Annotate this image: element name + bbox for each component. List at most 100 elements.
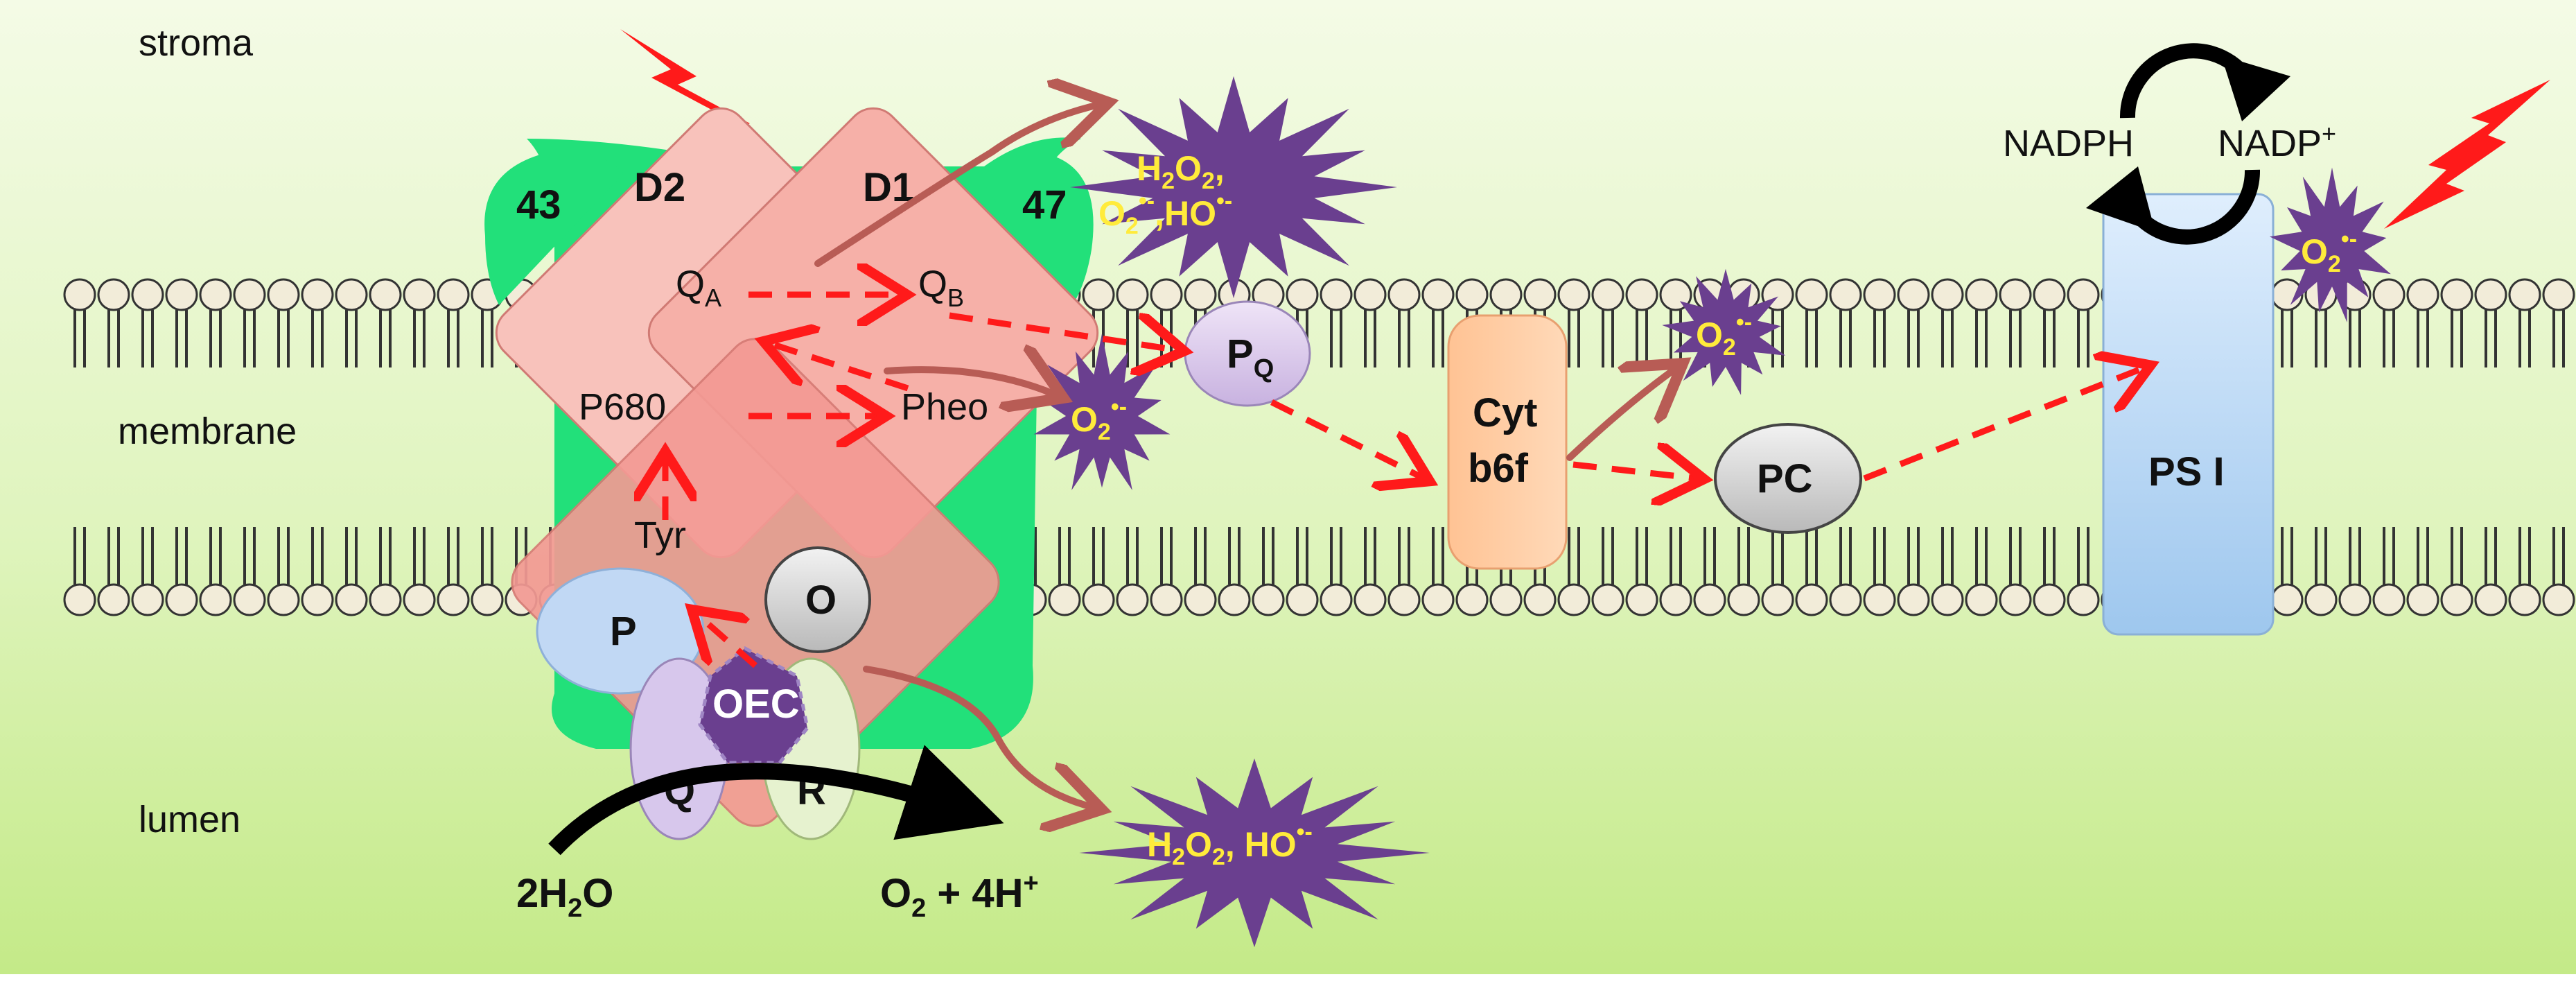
lipid-head (1659, 583, 1692, 616)
lipid-head (301, 278, 334, 311)
lipid-head (1455, 278, 1489, 311)
oec-label: OEC (712, 682, 800, 727)
oxygen-protons-label: O2 + 4H+ (880, 869, 1039, 923)
cytochrome-b6f (1447, 314, 1568, 570)
lipid-head (2338, 583, 2372, 616)
plastocyanin (1714, 423, 1862, 534)
lipid-head (2067, 583, 2100, 616)
lipid-head (165, 583, 198, 616)
lipid-head (1761, 583, 1794, 616)
lipid-head (403, 583, 436, 616)
oec-to-lumen-ros-arrow (863, 666, 1095, 808)
cp47-antenna (977, 154, 1094, 312)
lipid-head (1455, 583, 1489, 616)
lipid-head (2406, 278, 2439, 311)
superoxide-burst-cyt-icon (1662, 268, 1786, 395)
nadp-cycle-bottom-arrowhead-icon (2086, 166, 2155, 232)
d2-label: D2 (634, 165, 685, 210)
lipid-head (1489, 278, 1523, 311)
lumen-label: lumen (139, 799, 240, 840)
lipid-head (1184, 278, 1217, 311)
lipid-head (1999, 583, 2032, 616)
ros-stroma-line1: H2O2, (1137, 149, 1225, 194)
superoxide-psii-label: O2•- (1071, 394, 1127, 445)
lipid-head (1387, 278, 1421, 311)
lipid-head (1218, 583, 1251, 616)
lipid-head (2474, 583, 2507, 616)
light-bolt-psi-icon (2384, 80, 2550, 229)
lipid-head (131, 583, 164, 616)
lipid-head (2270, 583, 2304, 616)
lipid-head (1863, 583, 1896, 616)
nadp-label: NADP+ (2218, 119, 2336, 164)
lipid-head (2067, 278, 2100, 311)
lipid-head (1116, 278, 1149, 311)
lipid-head (1387, 583, 1421, 616)
lipid-head (1286, 583, 1319, 616)
lipid-head (2440, 583, 2473, 616)
lipid-head (2372, 278, 2406, 311)
qb-to-ros-arrow (814, 104, 1102, 267)
lipid-head (199, 583, 232, 616)
p-subunit-label: P (610, 609, 637, 654)
lipid-head (335, 278, 368, 311)
lipid-head (1795, 278, 1828, 311)
lipid-head (335, 583, 368, 616)
lipid-head (1625, 278, 1658, 311)
lipid-head (301, 583, 334, 616)
lipid-head (1591, 583, 1624, 616)
ros-burst-lumen-icon (1079, 758, 1430, 948)
oec-cluster (698, 646, 809, 765)
lipid-head (2372, 583, 2406, 616)
qb-label: QB (918, 263, 964, 312)
oec-to-tyr-arrow (696, 614, 757, 668)
lipid-head (1489, 583, 1523, 616)
lipid-head (2033, 278, 2066, 311)
lipid-head (369, 278, 402, 311)
pq-to-cyt-arrow (1270, 399, 1424, 478)
lipid-head (1727, 583, 1760, 616)
lipid-head (131, 278, 164, 311)
lipid-head (1252, 583, 1285, 616)
lipid-head (1286, 278, 1319, 311)
lipid-head (2406, 583, 2439, 616)
lipid-head (1863, 278, 1896, 311)
lipid-head (403, 278, 436, 311)
lipid-head (2542, 583, 2575, 616)
pc-to-psi-arrow (1863, 367, 2145, 482)
superoxide-psi-label: O2•- (2301, 226, 2357, 277)
lipid-head (1048, 583, 1081, 616)
lipid-head (1625, 583, 1658, 616)
o-subunit-label: O (805, 578, 836, 623)
lipid-head (63, 278, 96, 311)
lipid-head (1353, 583, 1387, 616)
photosystem-i (2102, 193, 2275, 636)
photosystem-ii: 43 47 D2 D1 QA QB P680 Pheo Tyr P O Q R … (484, 107, 1099, 840)
lipid-head (369, 583, 402, 616)
electron-flow (665, 295, 2145, 668)
lipid-head (1320, 583, 1353, 616)
lipid-head (1931, 583, 1964, 616)
lipid-head (1184, 583, 1217, 616)
lipid-head (1082, 583, 1115, 616)
cyt-to-superoxide-arrow (1566, 367, 1677, 461)
lipid-head (1965, 278, 1998, 311)
nadph-label: NADPH (2003, 123, 2134, 164)
ros-lumen-label: H2O2, HO•- (1147, 819, 1313, 870)
lipid-head (1795, 583, 1828, 616)
lipid-head (1523, 583, 1557, 616)
lipid-head (97, 583, 130, 616)
cp43-antenna (484, 151, 624, 305)
tyr-label: Tyr (634, 514, 686, 556)
lipid-head (1693, 583, 1726, 616)
ros-stroma-line2: O2•-,HO•- (1098, 188, 1232, 239)
lipid-head (437, 583, 470, 616)
ros-burst-stroma-icon (1070, 76, 1397, 299)
lipid-head (199, 278, 232, 311)
stroma-label: stroma (139, 22, 254, 64)
nadp-cycle-top-arrowhead-icon (2221, 55, 2290, 121)
pheo-to-superoxide-arrow (884, 370, 1057, 395)
lipid-head (1829, 278, 1862, 311)
lipid-head (233, 278, 266, 311)
